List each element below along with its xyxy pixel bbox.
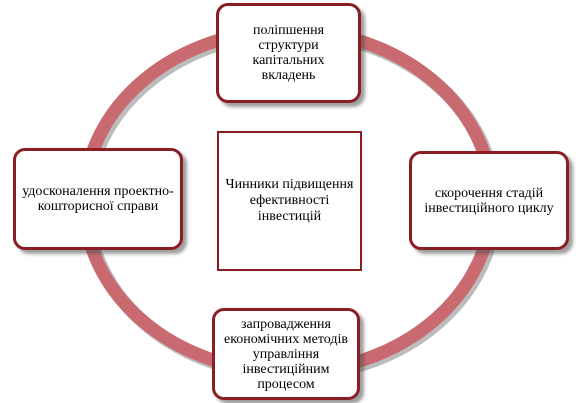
node-right-label: скорочення стадій інвестиційного циклу xyxy=(424,185,554,216)
node-bottom-label: запровадження економічних методів управл… xyxy=(223,316,349,392)
center-label: Чинники підвищення ефективності інвестиц… xyxy=(225,177,354,224)
node-top: поліпшення структури капітальних вкладен… xyxy=(216,3,361,103)
node-top-label: поліпшення структури капітальних вкладен… xyxy=(252,23,325,83)
node-right: скорочення стадій інвестиційного циклу xyxy=(409,151,569,250)
center-box: Чинники підвищення ефективності інвестиц… xyxy=(217,131,362,271)
node-left-label: удосконалення проектно-кошторисної справ… xyxy=(22,184,174,214)
node-left: удосконалення проектно-кошторисної справ… xyxy=(13,148,183,250)
node-bottom: запровадження економічних методів управл… xyxy=(212,308,360,400)
